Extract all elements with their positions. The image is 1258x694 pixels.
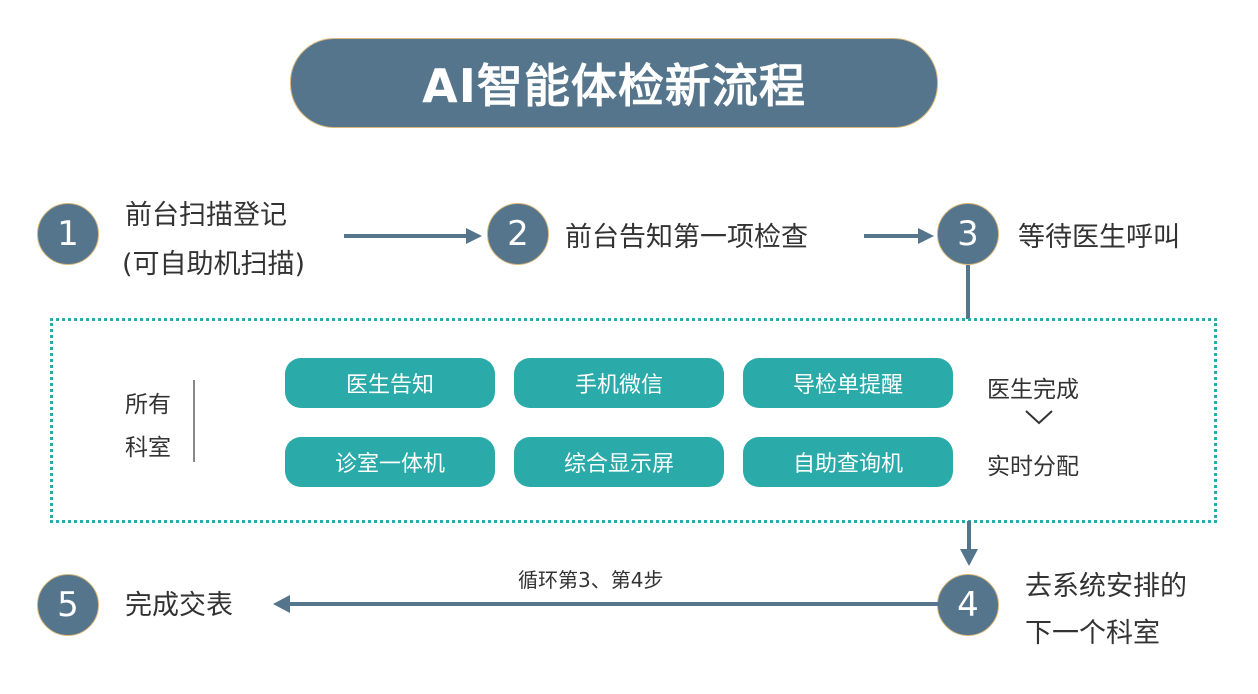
method-wechat: 手机微信 (514, 358, 724, 408)
arrow-right-icon (344, 228, 482, 244)
step-2-text: 前台告知第一项检查 (565, 222, 808, 253)
department-notification-box (50, 318, 1217, 523)
connector-line (966, 265, 970, 319)
step-1-badge: 1 (37, 203, 99, 265)
step-1-text-line1: 前台扫描登记 (125, 200, 287, 231)
page-title: AI智能体检新流程 (290, 38, 938, 128)
doctor-done-label: 医生完成 (987, 377, 1079, 403)
step-3-badge: 3 (937, 203, 999, 265)
loop-label: 循环第3、第4步 (518, 568, 664, 592)
chevron-down-icon (1025, 410, 1053, 425)
step-5-text: 完成交表 (125, 590, 233, 621)
method-guide-sheet: 导检单提醒 (743, 358, 953, 408)
step-4-text-line2: 下一个科室 (1025, 618, 1160, 649)
arrow-down-icon (960, 521, 978, 566)
step-1-text-line2: (可自助机扫描) (122, 249, 306, 280)
step-3-text: 等待医生呼叫 (1018, 222, 1180, 253)
method-self-service-kiosk: 自助查询机 (743, 437, 953, 487)
method-doctor-notice: 医生告知 (285, 358, 495, 408)
step-5-badge: 5 (37, 574, 99, 636)
method-clinic-terminal: 诊室一体机 (285, 437, 495, 487)
departments-label-line2: 科室 (125, 435, 171, 461)
step-4-badge: 4 (937, 574, 999, 636)
realtime-assign-label: 实时分配 (987, 454, 1079, 480)
divider (193, 380, 195, 462)
step-2-badge: 2 (487, 203, 549, 265)
step-4-text-line1: 去系统安排的 (1025, 571, 1187, 602)
departments-label-line1: 所有 (125, 392, 171, 418)
method-display-screen: 综合显示屏 (514, 437, 724, 487)
arrow-left-icon (273, 595, 940, 613)
arrow-right-icon (864, 228, 934, 244)
